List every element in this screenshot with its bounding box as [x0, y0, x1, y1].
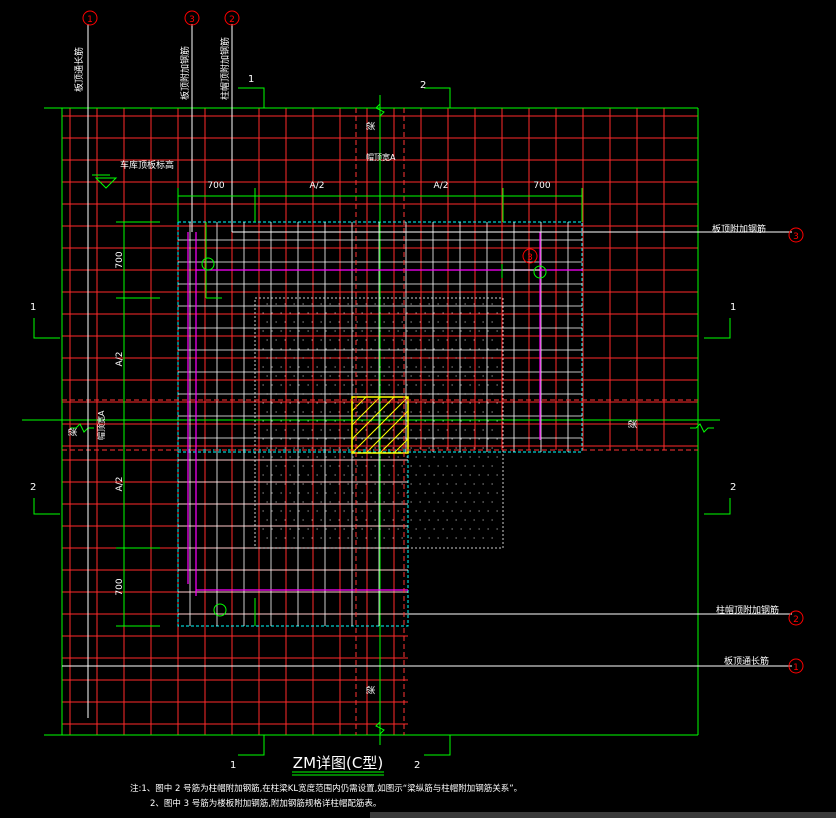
- dim-top-3: A/2: [434, 181, 449, 191]
- marker-right-1-label: 1: [793, 663, 799, 673]
- section-marks: [33, 87, 731, 756]
- plate-top-long-label: 板顶通长筋: [73, 47, 85, 92]
- marker-top-1: 1: [82, 10, 98, 26]
- section-bottom-2: 2: [414, 760, 420, 771]
- dim-left-2: A/2: [115, 352, 125, 367]
- cap-hatch-dots: [262, 303, 498, 539]
- section-top-1: 1: [248, 74, 254, 85]
- dim-top-4: 700: [533, 181, 550, 191]
- dim-left-4: 700: [115, 578, 125, 595]
- section-left-1: 1: [30, 302, 36, 313]
- bar-section-circles: [201, 257, 547, 617]
- note-1: 注:1、图中 2 号筋为柱帽附加钢筋,在柱梁KL宽度范围内仍需设置,如图示“梁纵…: [130, 783, 522, 794]
- dim-left-1: 700: [115, 251, 125, 268]
- marker-right-3-label: 3: [793, 232, 799, 242]
- dim-left-3: A/2: [115, 477, 125, 492]
- beam-label-top: 梁: [365, 121, 377, 130]
- marker-right-2-label: 2: [793, 615, 799, 625]
- section-left-2: 2: [30, 482, 36, 493]
- section-right-2: 2: [730, 482, 736, 493]
- cap-top-extra-right-label: 柱帽顶附加钢筋: [716, 604, 779, 616]
- section-bottom-1: 1: [230, 760, 236, 771]
- plate-top-extra-label: 板顶附加钢筋: [179, 46, 191, 100]
- marker-inner-3: 3: [522, 248, 538, 264]
- marker-right-1: 1: [788, 658, 804, 674]
- marker-top-2-label: 2: [229, 15, 235, 25]
- elevation-label: 车库顶板标高: [120, 159, 174, 171]
- dim-top-1: 700: [207, 181, 224, 191]
- elevation-symbol: [92, 174, 118, 189]
- marker-right-3: 3: [788, 227, 804, 243]
- cap-top-extra-label: 柱帽顶附加钢筋: [219, 37, 231, 100]
- beam-label-right: 梁: [627, 419, 639, 428]
- marker-top-3: 3: [184, 10, 200, 26]
- leader-lines: [62, 24, 792, 718]
- marker-inner-3-label: 3: [527, 253, 533, 263]
- marker-top-3-label: 3: [189, 15, 195, 25]
- marker-top-2: 2: [224, 10, 240, 26]
- status-strip: [370, 812, 836, 818]
- plate-top-long-right-label: 板顶通长筋: [724, 655, 769, 667]
- column: [351, 396, 409, 454]
- section-right-1: 1: [730, 302, 736, 313]
- cap-width-label-top: 帽顶宽A: [366, 152, 396, 162]
- break-marks: [70, 98, 714, 740]
- beam-label-bottom: 梁: [365, 685, 377, 694]
- drawing-title: ZM详图(C型): [293, 754, 383, 772]
- cap-width-label-left: 帽顶宽A: [96, 410, 106, 440]
- dim-top-2: A/2: [310, 181, 325, 191]
- slab-cutout: [408, 450, 698, 685]
- marker-top-1-label: 1: [87, 15, 93, 25]
- beam-label-left: 梁: [67, 427, 79, 436]
- plate-top-extra-right-label: 板顶附加钢筋: [712, 223, 766, 235]
- beam-lines: [62, 108, 698, 735]
- marker-right-2: 2: [788, 610, 804, 626]
- dimension-lines: [116, 188, 583, 627]
- section-top-2: 2: [420, 80, 426, 91]
- note-2: 2、图中 3 号筋为楼板附加钢筋,附加钢筋规格详柱帽配筋表。: [150, 798, 381, 809]
